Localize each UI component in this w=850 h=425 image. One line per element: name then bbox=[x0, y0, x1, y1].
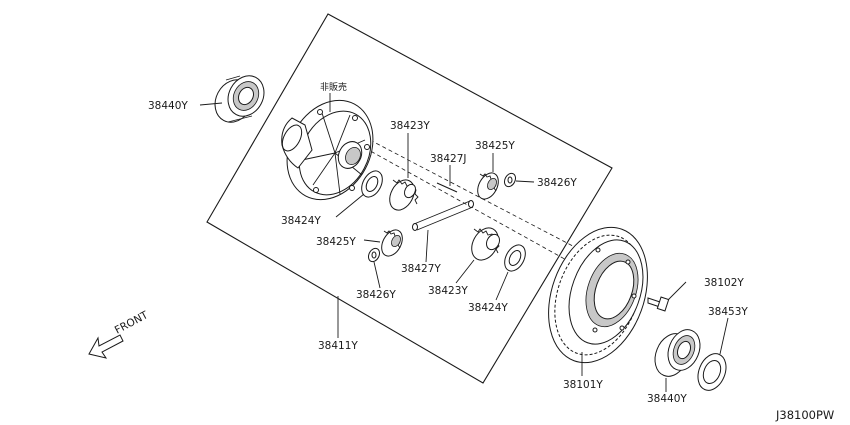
leader-washer-top bbox=[515, 180, 535, 183]
label-shim: 38453Y bbox=[708, 306, 748, 318]
label-case-assembly: 38411Y bbox=[318, 340, 358, 352]
leader-washer-left bbox=[373, 261, 381, 289]
bearing-bottom-part bbox=[654, 329, 701, 377]
diagram-code: J38100PW bbox=[775, 408, 834, 422]
label-thrust-washer-right: 38424Y bbox=[468, 302, 508, 314]
leader-side-gear-bottom bbox=[455, 259, 475, 284]
label-side-gear-bottom: 38423Y bbox=[428, 285, 468, 297]
leader-shaft bbox=[425, 229, 429, 263]
front-arrow bbox=[88, 334, 124, 359]
side-gear-bottom-part bbox=[471, 227, 500, 261]
label-not-for-sale: 非販売 bbox=[320, 81, 347, 93]
final-gear-part bbox=[548, 226, 648, 364]
label-pin: 38427J bbox=[430, 153, 467, 165]
shaft-part bbox=[412, 200, 474, 231]
side-gear-top-part bbox=[389, 179, 419, 211]
pin-part bbox=[436, 182, 458, 193]
label-washer-left: 38426Y bbox=[356, 289, 396, 301]
label-pinion-top: 38425Y bbox=[475, 140, 515, 152]
bearing-top-part bbox=[214, 75, 265, 123]
pinion-left-part bbox=[381, 229, 403, 257]
label-bearing-bottom: 38440Y bbox=[647, 393, 687, 405]
label-shaft: 38427Y bbox=[401, 263, 441, 275]
label-pinion-left: 38425Y bbox=[316, 236, 356, 248]
front-label: FRONT bbox=[113, 309, 151, 337]
leader-thrust-washer-left bbox=[335, 193, 365, 218]
leader-thrust-washer-right bbox=[495, 271, 509, 301]
leader-bearing-top bbox=[199, 102, 223, 106]
assembly-boundary bbox=[206, 13, 613, 384]
label-bolt: 38102Y bbox=[704, 277, 744, 289]
label-final-gear: 38101Y bbox=[563, 379, 603, 391]
leader-shim bbox=[719, 317, 729, 355]
bolt-part bbox=[647, 296, 670, 312]
label-thrust-washer-left: 38424Y bbox=[281, 215, 321, 227]
differential-case-part bbox=[281, 99, 374, 201]
label-side-gear-top: 38423Y bbox=[390, 120, 430, 132]
leader-pinion-left bbox=[363, 239, 381, 243]
alignment-line-upper bbox=[369, 139, 591, 256]
pinion-top-part bbox=[477, 172, 499, 200]
label-washer-top: 38426Y bbox=[537, 177, 577, 189]
leader-bolt bbox=[667, 281, 687, 301]
label-bearing-top: 38440Y bbox=[148, 100, 188, 112]
